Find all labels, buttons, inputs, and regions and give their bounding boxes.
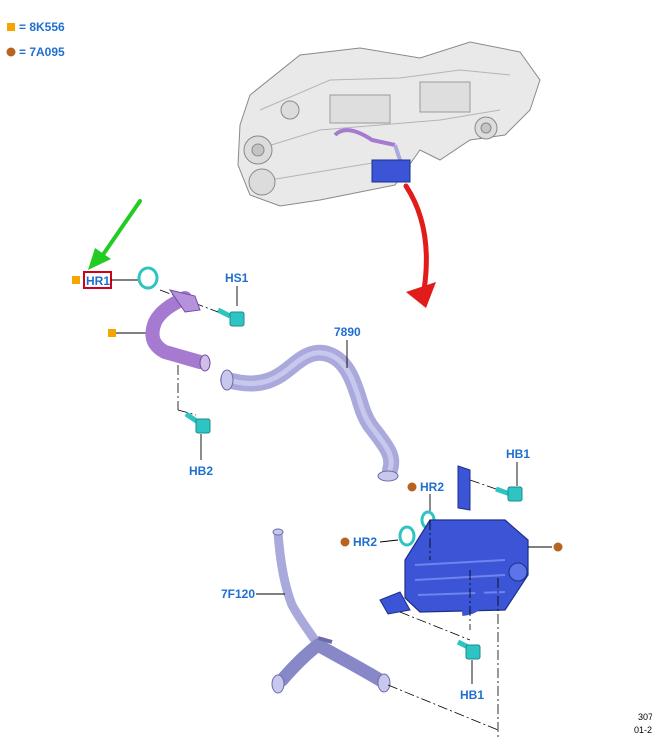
hb2-bolt: [184, 411, 211, 434]
hb1-bottom-bolt: [456, 639, 481, 660]
hs1-bolt: [216, 307, 245, 327]
label-hr1: HR1: [86, 274, 110, 288]
hr2-left-o-ring: [398, 525, 416, 547]
label-hb1-top: HB1: [506, 447, 530, 461]
label-hr2-left: HR2: [353, 535, 377, 549]
legend-item-8k556: = 8K556: [19, 20, 65, 34]
pipe-square-marker: [108, 329, 116, 337]
hose-7890: [220, 344, 400, 482]
oil-cooler: [379, 465, 529, 616]
label-7890: 7890: [334, 325, 361, 339]
label-hb1-bottom: HB1: [460, 688, 484, 702]
hr2-left-dot-marker: [340, 537, 350, 547]
engine-transmission-illustration: [237, 41, 541, 207]
label-7f120: 7F120: [221, 587, 255, 601]
label-hb2: HB2: [189, 464, 213, 478]
footer-ref-line2: 01-2: [634, 725, 652, 735]
green-arrow-icon: [88, 199, 142, 270]
red-arrow-icon: [403, 183, 436, 308]
footer-ref-line1: 307: [638, 712, 652, 722]
legend-item-7a095: = 7A095: [19, 45, 65, 59]
legend-dot-marker: [6, 47, 16, 57]
hr1-o-ring: [137, 266, 159, 290]
legend: = 8K556 = 7A095: [6, 20, 65, 59]
hose-7f120: [271, 528, 391, 694]
legend-square-marker: [7, 23, 15, 31]
purple-coolant-pipe: [145, 289, 211, 372]
label-hr2-top: HR2: [420, 480, 444, 494]
label-hs1: HS1: [225, 271, 249, 285]
hr1-square-marker: [72, 276, 80, 284]
hr2-top-dot-marker: [407, 482, 417, 492]
cooler-dot-marker: [553, 542, 563, 552]
hb1-top-bolt: [495, 486, 523, 502]
